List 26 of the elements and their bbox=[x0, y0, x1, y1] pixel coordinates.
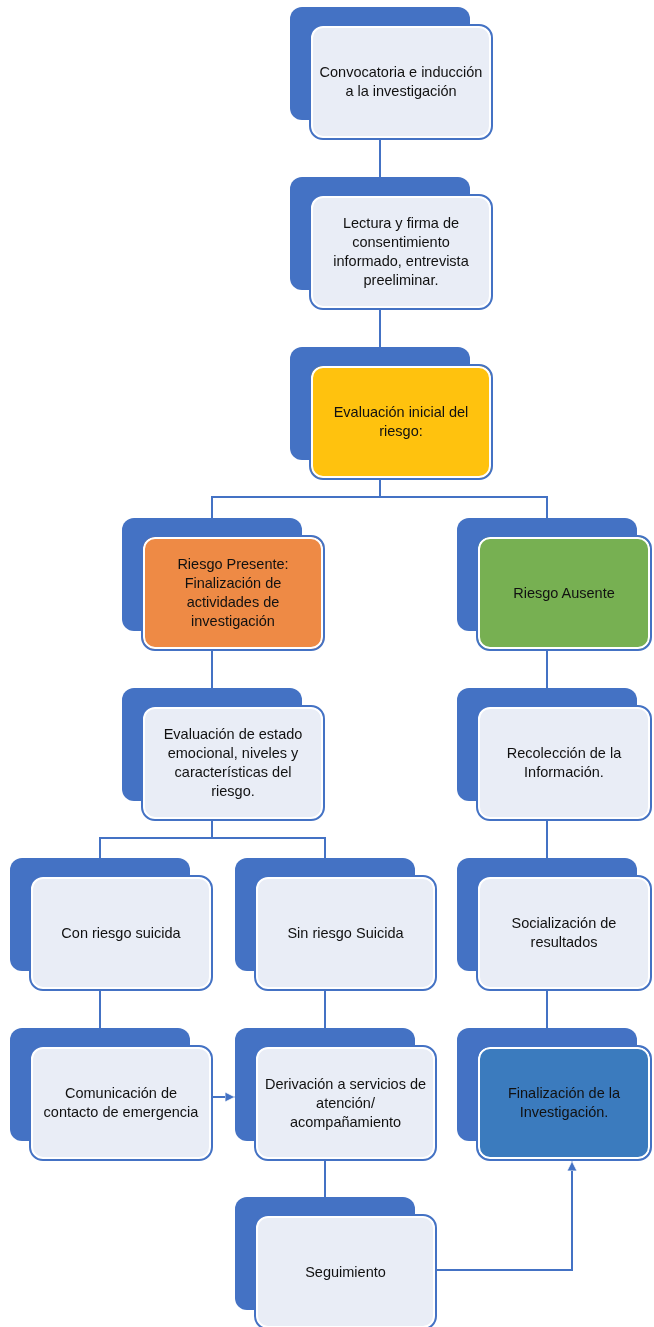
process-box: Convocatoria e inducción a la investigación bbox=[290, 7, 493, 140]
process-box: Riesgo Ausente bbox=[457, 518, 652, 651]
process-box: Riesgo Presente: Finalización de actividades de investigación bbox=[122, 518, 325, 651]
process-box: Evaluación de estado emocional, niveles y características del riesgo. bbox=[122, 688, 325, 821]
connector-line bbox=[324, 1160, 326, 1198]
process-box: Sin riesgo Suicida bbox=[235, 858, 437, 991]
process-box: Recolección de la Información. bbox=[457, 688, 652, 821]
arrow bbox=[436, 1160, 578, 1271]
arrow bbox=[212, 1091, 236, 1103]
connector-line bbox=[546, 990, 548, 1029]
process-box: Socialización de resultados bbox=[457, 858, 652, 991]
connector-line bbox=[379, 139, 381, 178]
connector-line bbox=[211, 820, 326, 859]
connector-line bbox=[379, 309, 381, 348]
connector-line bbox=[99, 990, 101, 1029]
process-box: Seguimiento bbox=[235, 1197, 437, 1327]
process-box: Con riesgo suicida bbox=[10, 858, 213, 991]
connector-line bbox=[324, 990, 326, 1029]
process-box: Lectura y firma de consentimiento informado, entrevista preeliminar. bbox=[290, 177, 493, 310]
process-box: Derivación a servicios de atención/ acompañamiento bbox=[235, 1028, 437, 1161]
connector-line bbox=[546, 820, 548, 859]
connector-line bbox=[546, 650, 548, 689]
process-box: Evaluación inicial del riesgo: bbox=[290, 347, 493, 480]
process-box: Comunicación de contacto de emergencia bbox=[10, 1028, 213, 1161]
process-box: Finalización de la Investigación. bbox=[457, 1028, 652, 1161]
connector-line bbox=[211, 650, 213, 689]
